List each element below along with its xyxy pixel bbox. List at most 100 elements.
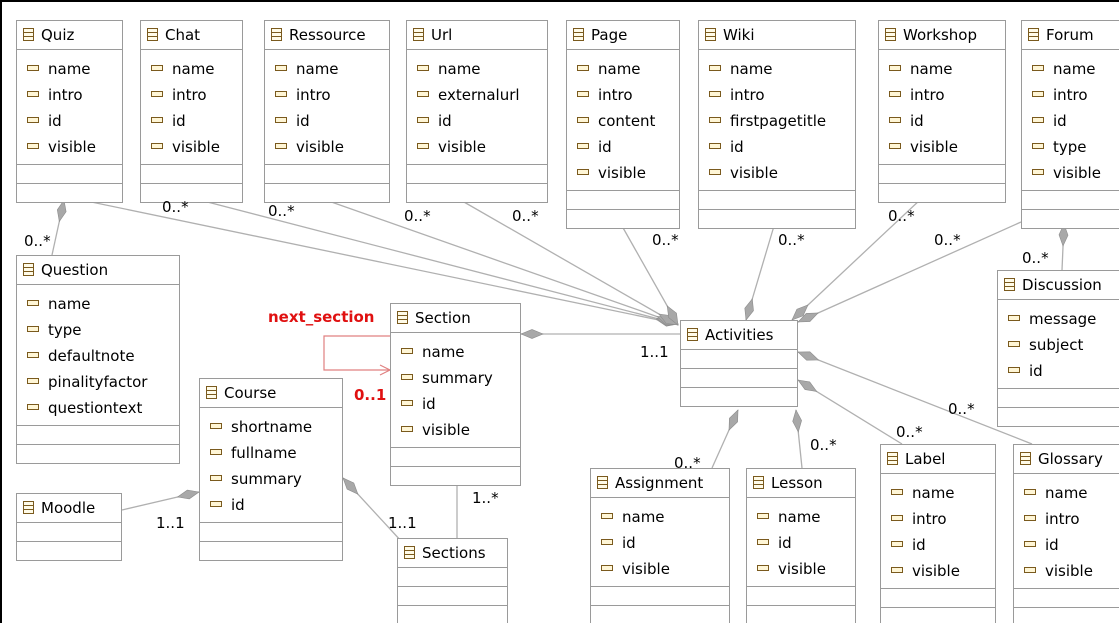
attribute-row[interactable]: shortname <box>200 414 342 440</box>
attribute-row[interactable]: id <box>391 391 520 417</box>
attribute-row[interactable]: name <box>1014 480 1119 506</box>
attribute-row[interactable]: intro <box>1022 82 1119 108</box>
attribute-row[interactable]: id <box>1014 532 1119 558</box>
attribute-row[interactable]: id <box>1022 108 1119 134</box>
class-icon <box>271 28 282 41</box>
attribute-row[interactable]: visible <box>1022 160 1119 186</box>
attribute-row[interactable]: name <box>1022 56 1119 82</box>
attribute-row[interactable]: defaultnote <box>17 343 179 369</box>
attribute-row[interactable]: id <box>17 108 122 134</box>
attribute-row[interactable]: fullname <box>200 440 342 466</box>
attribute-name: id <box>910 112 924 130</box>
attribute-row[interactable]: name <box>17 56 122 82</box>
attribute-icon <box>577 91 589 97</box>
edge-ressource-activities <box>319 197 679 325</box>
attribute-row[interactable]: intro <box>881 506 995 532</box>
attribute-row[interactable]: content <box>567 108 679 134</box>
attribute-row[interactable]: visible <box>879 134 1005 160</box>
attribute-row[interactable]: questiontext <box>17 395 179 421</box>
class-icon <box>597 476 608 489</box>
attribute-row[interactable]: visible <box>265 134 389 160</box>
attribute-row[interactable]: visible <box>391 417 520 443</box>
attribute-row[interactable]: intro <box>141 82 242 108</box>
attribute-row[interactable]: visible <box>881 558 995 584</box>
attribute-row[interactable]: summary <box>391 365 520 391</box>
attribute-row[interactable]: name <box>591 504 729 530</box>
class-moodle[interactable]: Moodle <box>16 493 122 561</box>
attribute-row[interactable]: visible <box>747 556 855 582</box>
attribute-row[interactable]: visible <box>567 160 679 186</box>
attribute-row[interactable]: message <box>998 306 1119 332</box>
attribute-row[interactable]: visible <box>591 556 729 582</box>
attribute-row[interactable]: id <box>567 134 679 160</box>
attribute-row[interactable]: id <box>881 532 995 558</box>
attribute-row[interactable]: visible <box>17 134 122 160</box>
attribute-row[interactable]: visible <box>407 134 547 160</box>
attribute-row[interactable]: name <box>141 56 242 82</box>
class-icon <box>887 452 898 465</box>
attribute-row[interactable]: name <box>265 56 389 82</box>
attribute-row[interactable]: intro <box>1014 506 1119 532</box>
attribute-icon <box>757 539 769 545</box>
attribute-icon <box>709 65 721 71</box>
class-header: Url <box>407 21 547 50</box>
attribute-row[interactable]: name <box>881 480 995 506</box>
attribute-row[interactable]: name <box>407 56 547 82</box>
class-compartment <box>200 523 342 542</box>
class-compartment <box>141 165 242 184</box>
multiplicity-url-activities-b: 0..* <box>512 207 539 225</box>
attribute-row[interactable]: type <box>17 317 179 343</box>
attribute-row[interactable]: id <box>998 358 1119 384</box>
attribute-icon <box>27 143 39 149</box>
attribute-row[interactable]: name <box>17 291 179 317</box>
attribute-icon <box>1024 541 1036 547</box>
attribute-row[interactable]: id <box>407 108 547 134</box>
attribute-row[interactable]: name <box>747 504 855 530</box>
attribute-row[interactable]: id <box>141 108 242 134</box>
attribute-row[interactable]: pinalityfactor <box>17 369 179 395</box>
multiplicity-wiki-activities: 0..* <box>778 231 805 249</box>
attribute-row[interactable]: id <box>747 530 855 556</box>
attribute-row[interactable]: id <box>879 108 1005 134</box>
attribute-row[interactable]: summary <box>200 466 342 492</box>
attribute-row[interactable]: name <box>391 339 520 365</box>
attribute-row[interactable]: visible <box>699 160 855 186</box>
attribute-row[interactable]: intro <box>265 82 389 108</box>
attribute-row[interactable]: id <box>591 530 729 556</box>
attribute-row[interactable]: firstpagetitle <box>699 108 855 134</box>
attribute-row[interactable]: intro <box>567 82 679 108</box>
attribute-row[interactable]: visible <box>141 134 242 160</box>
attribute-row[interactable]: id <box>200 492 342 518</box>
attribute-name: visible <box>778 560 826 578</box>
attribute-row[interactable]: id <box>699 134 855 160</box>
attribute-row[interactable]: name <box>567 56 679 82</box>
attribute-row[interactable]: name <box>879 56 1005 82</box>
attribute-row[interactable]: intro <box>699 82 855 108</box>
attribute-row[interactable]: visible <box>1014 558 1119 584</box>
class-sections[interactable]: Sections <box>397 538 508 623</box>
attribute-row[interactable]: subject <box>998 332 1119 358</box>
attribute-row[interactable]: type <box>1022 134 1119 160</box>
attribute-row[interactable]: intro <box>17 82 122 108</box>
attribute-row[interactable]: name <box>699 56 855 82</box>
attribute-row[interactable]: externalurl <box>407 82 547 108</box>
attribute-row[interactable]: id <box>265 108 389 134</box>
class-activities[interactable]: Activities <box>680 320 798 407</box>
attribute-row[interactable]: intro <box>879 82 1005 108</box>
